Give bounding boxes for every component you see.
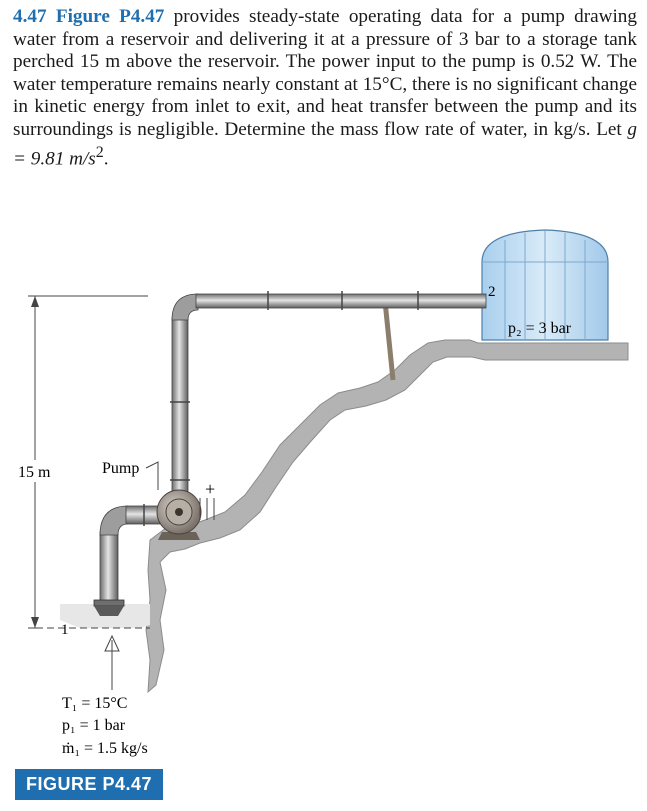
discharge-pipe-horizontal [195, 293, 487, 309]
state-1-label: 1 [61, 622, 69, 638]
suction-strainer [93, 599, 125, 607]
state-2-label: 2 [488, 284, 496, 300]
state-1-mass-flow: ṁ₁ = 1.5 kg/s [62, 740, 148, 757]
suction-pipe-horizontal [125, 505, 161, 525]
pump-label: Pump [102, 460, 139, 477]
power-sign: + [205, 479, 215, 499]
power-input-wires [199, 498, 215, 520]
state-1-arrow [104, 634, 120, 690]
height-dimension [28, 295, 148, 629]
problem-text: provides steady-state operating data for… [13, 6, 637, 140]
suction-elbow [99, 505, 129, 536]
figure-caption: FIGURE P4.47 [15, 769, 163, 800]
state-2-pressure: p₂ = 3 bar [508, 320, 572, 337]
height-label: 15 m [18, 464, 51, 481]
discharge-riser [171, 317, 189, 499]
hillside [145, 339, 629, 694]
suction-foot [94, 606, 124, 616]
discharge-elbow [171, 293, 199, 321]
figure-reference: Figure P4.47 [55, 6, 165, 27]
suction-pipe [99, 531, 119, 603]
state-1-pressure: p₁ = 1 bar [62, 717, 126, 734]
problem-number: 4.47 [13, 6, 47, 27]
storage-tank [481, 229, 609, 341]
pipe-support [382, 300, 396, 381]
pump-leader [145, 461, 159, 490]
pump [156, 489, 202, 540]
problem-end: . [103, 147, 109, 169]
gravity-value: g = 9.81 m/s [13, 118, 638, 169]
gravity-exponent: 2 [95, 143, 104, 161]
problem-statement: 4.47 Figure P4.47 provides steady-state … [13, 6, 637, 171]
state-1-temperature: T₁ = 15°C [62, 695, 127, 712]
